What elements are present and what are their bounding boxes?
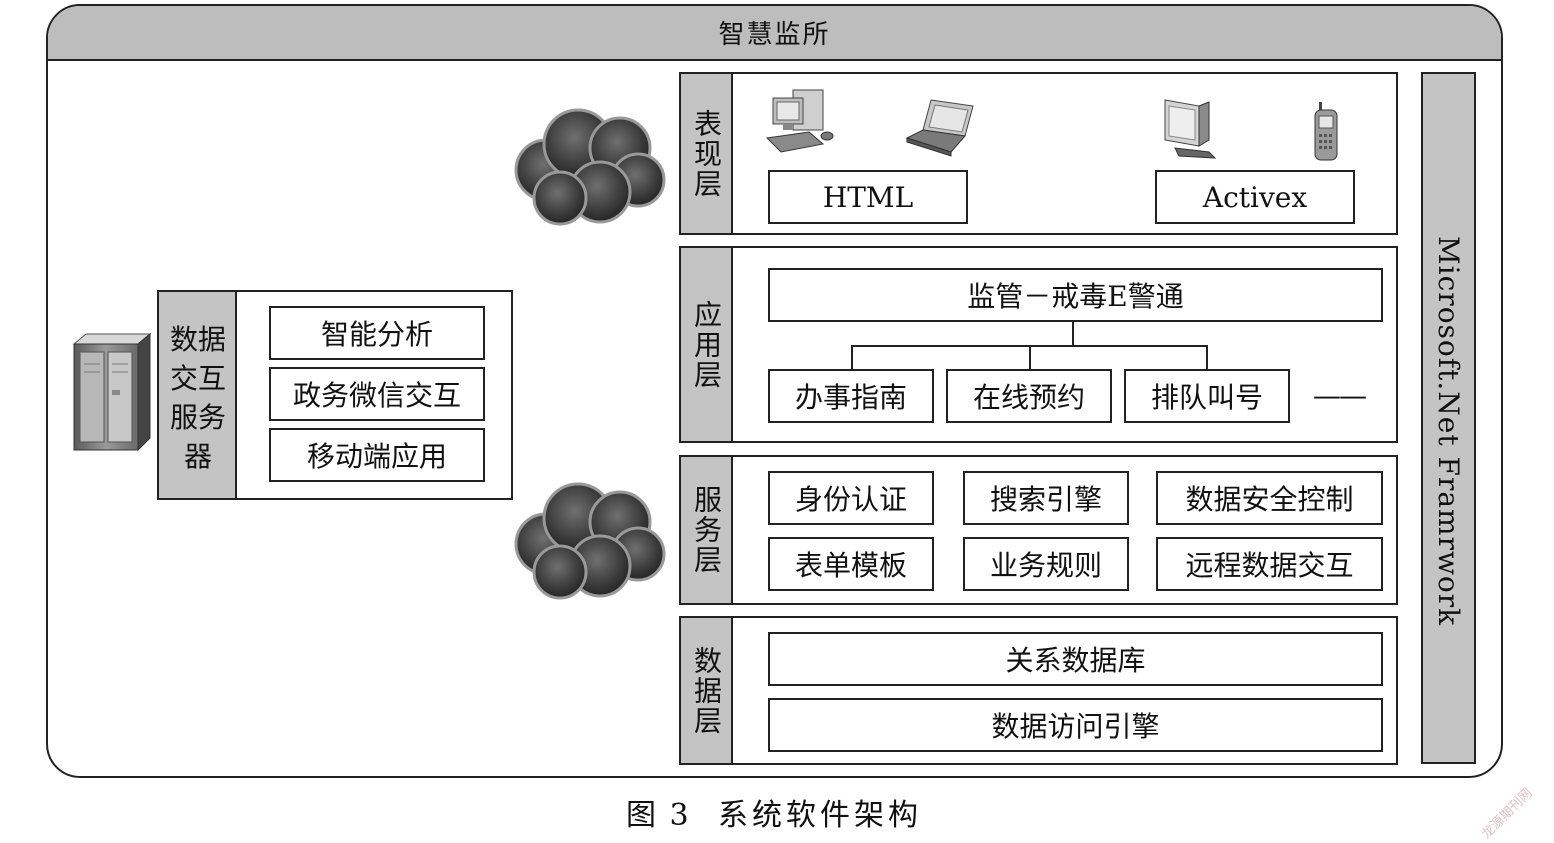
presentation-layer: 表现层 HTML Activex <box>679 72 1398 235</box>
server-label-panel <box>159 292 237 498</box>
more-items-dashes: —— <box>1313 379 1367 412</box>
server-item: 智能分析 <box>269 306 485 360</box>
service-box: 身份认证 <box>768 471 934 525</box>
service-layer-label: 服务层 <box>681 457 733 603</box>
application-layer-label: 应用层 <box>681 248 733 441</box>
frame-title: 智慧监所 <box>48 6 1501 61</box>
app-child-box: 在线预约 <box>946 369 1112 423</box>
mobile-phone-icon <box>1314 102 1338 161</box>
desktop-computer-icon <box>765 89 834 153</box>
framework-label: Microsoft.Net Framrwork <box>1432 236 1465 627</box>
service-box: 表单模板 <box>768 537 934 591</box>
framework-bar: Microsoft.Net Framrwork <box>1421 72 1476 764</box>
data-layer: 数据层 关系数据库 数据访问引擎 <box>679 616 1398 765</box>
service-box: 业务规则 <box>963 537 1129 591</box>
cloud-icon <box>514 108 666 226</box>
presentation-layer-label: 表现层 <box>681 74 733 233</box>
service-layer: 服务层 身份认证 搜索引擎 数据安全控制 表单模板 业务规则 远程数据交互 <box>679 455 1398 605</box>
html-box: HTML <box>768 170 968 224</box>
data-box: 数据访问引擎 <box>768 698 1383 752</box>
app-child-box: 排队叫号 <box>1124 369 1290 423</box>
application-layer: 应用层 监管－戒毒E警通 办事指南 在线预约 排队叫号 —— <box>679 246 1398 443</box>
app-child-box: 办事指南 <box>768 369 934 423</box>
server-item: 政务微信交互 <box>269 367 485 421</box>
data-box: 关系数据库 <box>768 632 1383 686</box>
service-box: 远程数据交互 <box>1156 537 1383 591</box>
service-box: 数据安全控制 <box>1156 471 1383 525</box>
figure-title: 系统软件架构 <box>718 798 922 833</box>
service-box: 搜索引擎 <box>963 471 1129 525</box>
server-item: 移动端应用 <box>269 428 485 482</box>
data-interaction-server: 数据交互服务器 智能分析 政务微信交互 移动端应用 <box>157 290 513 500</box>
figure-number: 图 3 <box>626 798 691 833</box>
server-icon <box>72 332 152 452</box>
data-layer-label: 数据层 <box>681 618 733 763</box>
app-main-box: 监管－戒毒E警通 <box>768 268 1383 322</box>
server-label: 数据交互服务器 <box>169 323 226 473</box>
connector-line <box>851 345 853 369</box>
cloud-icon <box>514 482 666 600</box>
watermark: 龙源期刊网 <box>1478 785 1536 843</box>
monitor-icon <box>1164 99 1217 159</box>
connector-line <box>1029 345 1031 369</box>
connector-line <box>1072 322 1074 346</box>
connector-line <box>1206 345 1208 369</box>
laptop-icon <box>905 99 974 157</box>
activex-box: Activex <box>1155 170 1355 224</box>
